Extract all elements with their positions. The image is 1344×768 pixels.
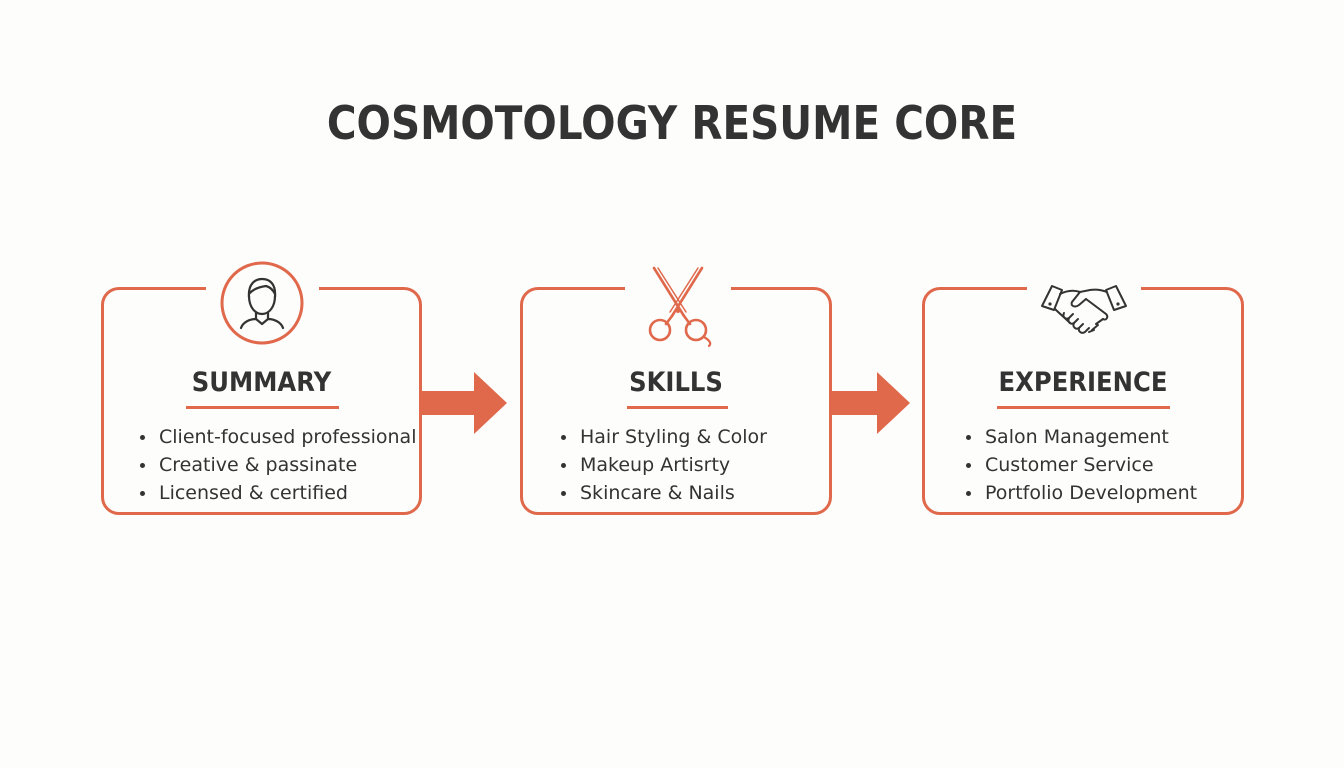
diagram-title: COSMOTOLOGY RESUME CORE xyxy=(326,96,1018,150)
heading-underline xyxy=(186,406,339,409)
experience-list: Salon Management Customer Service Portfo… xyxy=(964,423,1197,507)
scissors-icon xyxy=(648,266,712,348)
summary-heading: SUMMARY xyxy=(191,367,332,398)
list-item: Hair Styling & Color xyxy=(559,423,767,451)
skills-card: SKILLS Hair Styling & Color Makeup Artis… xyxy=(520,266,832,515)
handshake-icon xyxy=(1041,285,1127,334)
list-item: Makeup Artisrty xyxy=(559,451,767,479)
skills-heading: SKILLS xyxy=(629,367,723,398)
icon-border-gap xyxy=(625,284,731,294)
list-item: Client-focused professional xyxy=(138,423,416,451)
list-item: Portfolio Development xyxy=(964,479,1197,507)
list-item: Salon Management xyxy=(964,423,1197,451)
skills-list: Hair Styling & Color Makeup Artisrty Ski… xyxy=(559,423,767,507)
arrow-right-icon xyxy=(420,372,507,434)
person-icon xyxy=(220,261,304,345)
list-item: Creative & passinate xyxy=(138,451,416,479)
experience-heading: EXPERIENCE xyxy=(998,367,1168,398)
list-item: Licensed & certified xyxy=(138,479,416,507)
heading-underline xyxy=(627,406,728,409)
icon-border-gap xyxy=(1027,284,1141,294)
summary-card: SUMMARY Client-focused professional Crea… xyxy=(101,261,422,515)
list-item: Customer Service xyxy=(964,451,1197,479)
heading-underline xyxy=(997,406,1170,409)
experience-card: EXPERIENCE Salon Management Customer Ser… xyxy=(922,284,1244,515)
arrow-right-icon xyxy=(829,372,910,434)
summary-list: Client-focused professional Creative & p… xyxy=(138,423,416,507)
list-item: Skincare & Nails xyxy=(559,479,767,507)
